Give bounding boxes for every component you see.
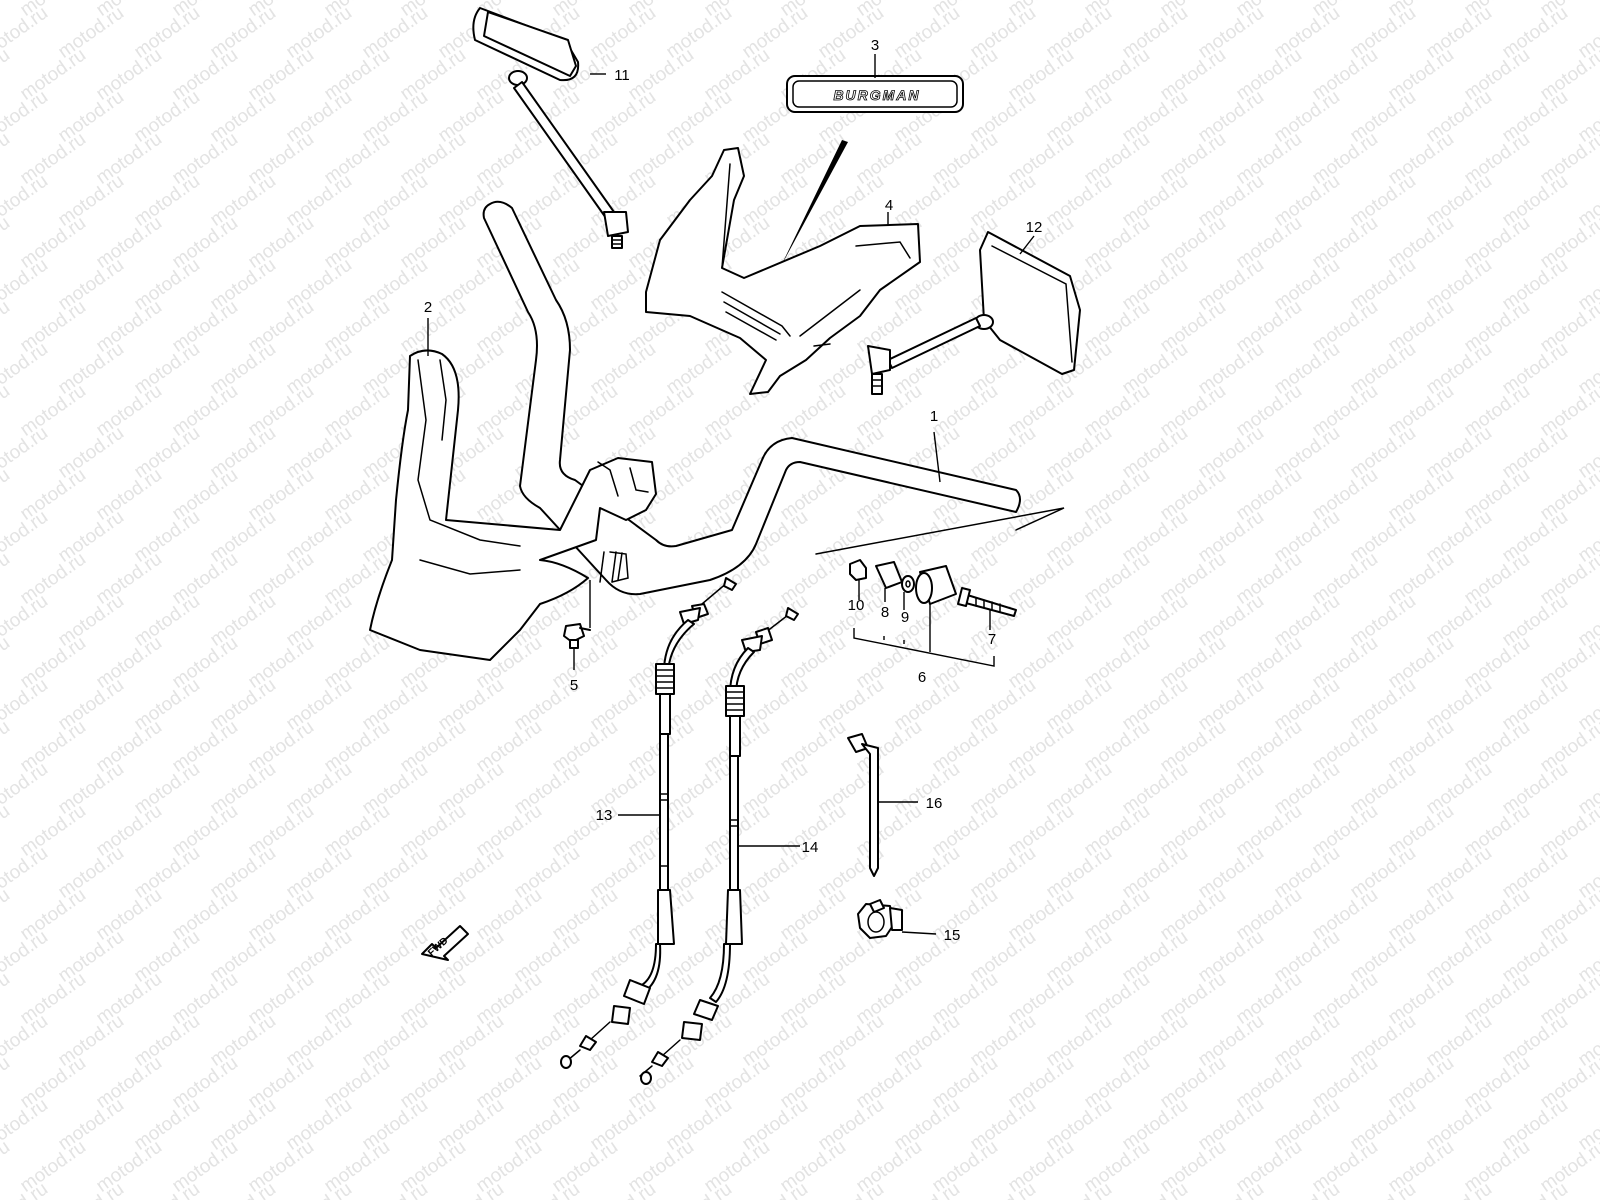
callout-14: 14	[802, 839, 819, 856]
callout-15: 15	[944, 927, 961, 944]
emblem-pointer	[780, 140, 848, 268]
lower-cover	[369, 349, 657, 661]
callout-9: 9	[901, 609, 909, 626]
callout-4: 4	[885, 197, 893, 214]
callout-6: 6	[918, 669, 926, 686]
throttle-cable-13	[560, 577, 737, 1069]
left-mirror	[472, 7, 629, 249]
callout-5: 5	[570, 677, 578, 694]
callout-16: 16	[926, 795, 943, 812]
callout-11: 11	[614, 67, 630, 84]
fwd-arrow: FWD	[421, 925, 469, 961]
callout-1: 1	[930, 408, 938, 425]
callout-8: 8	[881, 604, 889, 621]
callout-7: 7	[988, 631, 996, 648]
rod-16	[847, 733, 918, 877]
callout-13: 13	[596, 807, 613, 824]
callout-3: 3	[871, 37, 879, 54]
throttle-cable-14	[639, 607, 799, 1085]
clamp-15	[857, 899, 937, 939]
leader-1	[933, 431, 941, 483]
handlebar-cover	[645, 147, 921, 395]
burgman-emblem: BURGMAN	[786, 75, 964, 113]
handlebar	[482, 200, 1021, 596]
emblem-text: BURGMAN	[833, 87, 920, 103]
callout-10: 10	[848, 597, 865, 614]
right-mirror	[867, 231, 1081, 395]
bar-end-set	[815, 507, 1065, 667]
leader-12	[1019, 235, 1035, 255]
callout-2: 2	[424, 299, 432, 316]
fastener-5	[563, 580, 591, 670]
callout-12: 12	[1026, 219, 1043, 236]
